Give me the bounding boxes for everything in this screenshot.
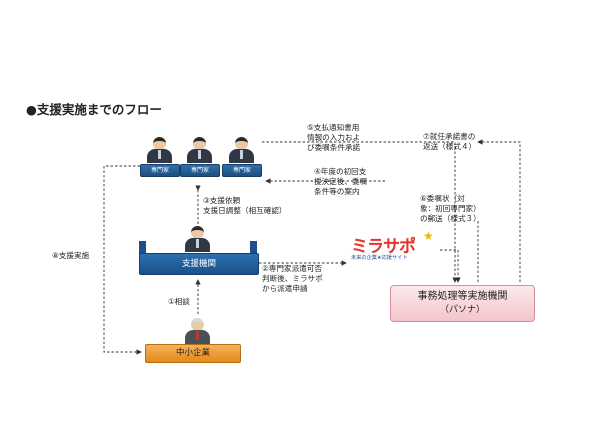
expert-node-2: 専門家 bbox=[180, 137, 220, 181]
office-name: 事務処理等実施機関 bbox=[417, 291, 508, 302]
office-node: 事務処理等実施機関 （パソナ） bbox=[390, 285, 535, 322]
agency-desk-left bbox=[139, 241, 146, 255]
step8-label: ⑧支援実施 bbox=[52, 251, 90, 260]
step2-label: ②専門家派遣可否 判断後、ミラサポ から派遣申請 bbox=[262, 264, 323, 293]
sme-node: 中小企業 bbox=[145, 344, 241, 363]
expert-label: 専門家 bbox=[140, 164, 180, 177]
arrow-mirasapo-office bbox=[440, 249, 461, 283]
office-sub: （パソナ） bbox=[439, 305, 485, 315]
mirasapo-logo: ミラサポ ★ 未来の企業★応援サイト bbox=[350, 229, 438, 263]
step1-label: ①相談 bbox=[168, 297, 190, 306]
step6-label: ⑥委嘱状（対 象：初回専門家） の郵送（様式３） bbox=[420, 194, 481, 223]
expert-node-3: 専門家 bbox=[222, 137, 262, 181]
support-agency-node: 支援機関 bbox=[139, 253, 259, 275]
step3-label: ③支援依頼 支援日調整（相互確認） bbox=[203, 196, 287, 215]
arrow-step5 bbox=[262, 141, 458, 283]
step5-label: ⑤支払通知書用 情報の入力およ び委嘱条件承諾 bbox=[307, 123, 361, 152]
page-title: ●支援実施までのフロー bbox=[26, 102, 162, 117]
arrow-step7 bbox=[477, 139, 521, 282]
expert-node-1: 専門家 bbox=[140, 137, 180, 181]
mirasapo-logo-tagline: 未来の企業★応援サイト bbox=[351, 255, 408, 261]
step4-label: ④年度の初回支 援決定後、委嘱 条件等の案内 bbox=[314, 167, 368, 196]
expert-label: 専門家 bbox=[222, 164, 262, 177]
star-icon: ★ bbox=[423, 229, 434, 243]
step7-label: ⑦就任承諾書の 返送（様式４） bbox=[423, 132, 477, 151]
agency-desk-right bbox=[250, 241, 257, 255]
mirasapo-logo-name: ミラサポ bbox=[351, 237, 416, 257]
expert-label: 専門家 bbox=[180, 164, 220, 177]
arrow-step8 bbox=[103, 165, 142, 355]
